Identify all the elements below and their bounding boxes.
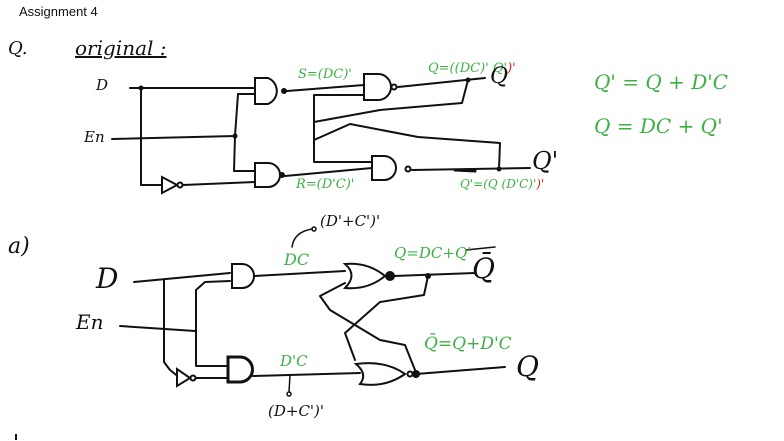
- question-label: Q.: [8, 38, 28, 59]
- annotation-qp-expr: Q'=(Q (D'C)')': [460, 177, 544, 191]
- original-input-d: D: [96, 76, 109, 94]
- annotation-top-or-out: Q=DC+Q': [394, 244, 472, 262]
- part-a-label: a): [8, 234, 30, 259]
- original-input-en: En: [84, 128, 105, 146]
- original-output-q: Q: [490, 64, 509, 89]
- annotation-s: S=(DC)': [298, 67, 352, 82]
- qp-expr-close: )': [536, 177, 545, 191]
- document-title: Assignment 4: [19, 4, 98, 19]
- annotation-bottom-and: D'C: [280, 352, 308, 370]
- part-a-output-q: Q: [516, 350, 539, 383]
- equation-2: Q = DC + Q': [594, 114, 723, 138]
- annotation-top-and-note: (D'+C')': [320, 212, 381, 230]
- qp-expr-body: Q (D'C)': [487, 177, 537, 191]
- annotation-bottom-note: (D+C')': [268, 402, 325, 420]
- equation-1: Q' = Q + D'C: [594, 70, 729, 94]
- original-label: original :: [75, 36, 167, 60]
- annotation-r: R=(D'C)': [296, 177, 355, 192]
- annotation-top-and: DC: [284, 250, 310, 269]
- original-output-q-prime: Q': [532, 147, 559, 175]
- q-expr-open: Q=(: [428, 61, 455, 76]
- annotation-q-expr: Q=((DC)' Q')': [428, 61, 516, 76]
- stray-mark: [15, 434, 17, 440]
- part-a-input-en: En: [76, 310, 104, 334]
- annotation-bottom-or-out: Q̄=Q+D'C: [424, 334, 512, 354]
- q-expr-close: )': [507, 61, 516, 76]
- qp-expr-open: Q'=(: [460, 177, 488, 191]
- q-expr-body: (DC)' Q': [454, 61, 508, 76]
- part-a-input-d: D: [96, 262, 119, 295]
- part-a-output-qbar: Q̄: [472, 252, 495, 285]
